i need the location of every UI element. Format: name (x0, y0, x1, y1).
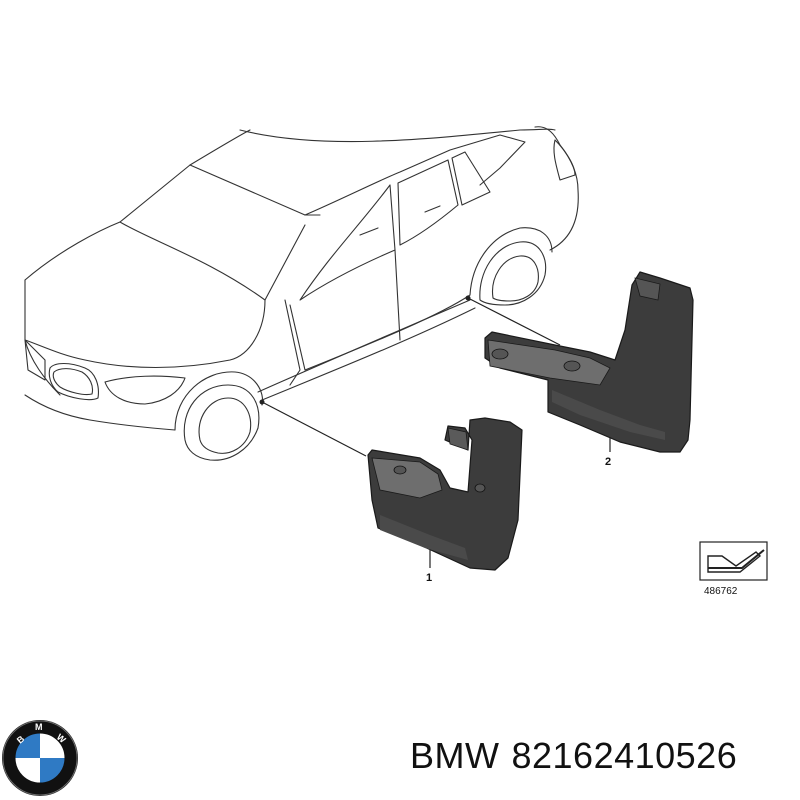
leader-dot-1 (259, 399, 265, 405)
mudflap-front (367, 417, 523, 571)
leader-line-2 (467, 297, 561, 346)
caption-part-number: 82162410526 (511, 735, 738, 776)
svg-text:B: B (15, 733, 27, 745)
svg-text:M: M (35, 722, 43, 732)
leader-line-1 (261, 401, 367, 457)
car-outline (24, 126, 579, 461)
part-caption: BMW 82162410526 (410, 735, 737, 777)
caption-brand: BMW (410, 735, 500, 776)
bmw-logo-icon: B M W (2, 720, 78, 796)
callout-label-1: 1 (426, 572, 432, 584)
reference-box: 486762 (699, 541, 768, 597)
leader-dot-2 (465, 295, 471, 301)
callout-label-2: 2 (605, 456, 611, 468)
reference-number: 486762 (704, 586, 738, 597)
mudflap-rear (484, 271, 694, 453)
